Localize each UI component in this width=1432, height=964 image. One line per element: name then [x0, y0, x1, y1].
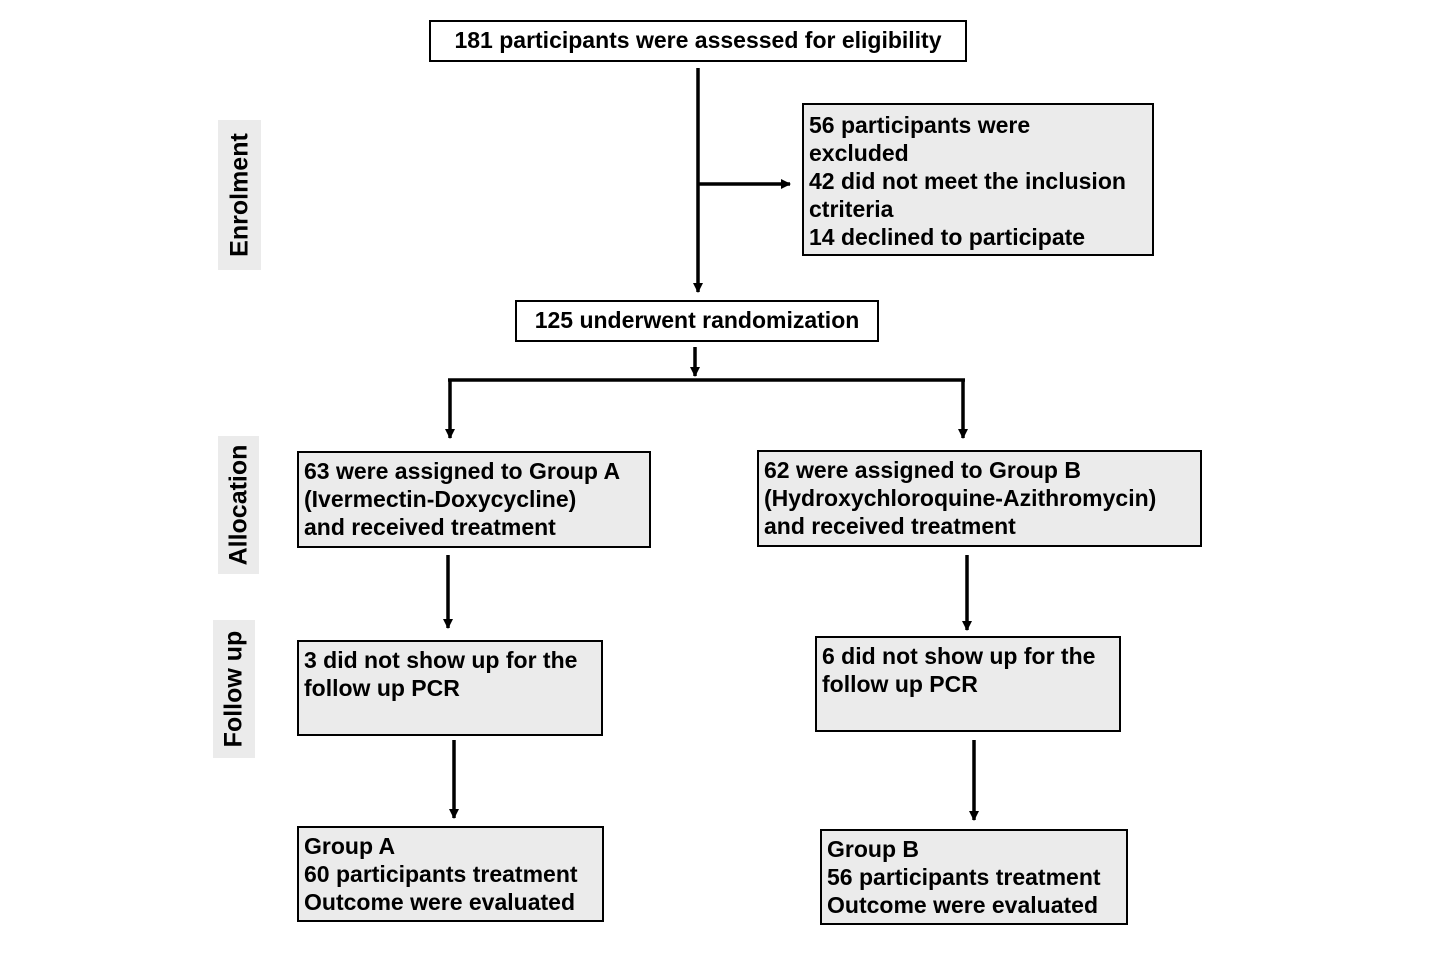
group-a-allocation-line-2: (Ivermectin-Doxycycline): [304, 486, 577, 512]
excluded-box: 56 participants were excluded 42 did not…: [802, 103, 1154, 256]
randomized-box: 125 underwent randomization: [515, 300, 879, 342]
group-b-allocation-line-1: 62 were assigned to Group B: [764, 457, 1081, 483]
group-b-outcome-line-2: 56 participants treatment: [827, 864, 1101, 890]
group-a-followup-line-1: 3 did not show up for the: [304, 647, 578, 673]
group-a-outcome-line-3: Outcome were evaluated: [304, 889, 575, 915]
group-b-allocation-box: 62 were assigned to Group B (Hydroxychlo…: [757, 450, 1202, 547]
assessed-text: 181 participants were assessed for eligi…: [454, 27, 942, 53]
randomized-text: 125 underwent randomization: [534, 307, 860, 333]
group-b-followup-line-1: 6 did not show up for the: [822, 643, 1096, 669]
group-b-outcome-box: Group B 56 participants treatment Outcom…: [820, 829, 1128, 925]
excluded-line-4: ctriteria: [809, 196, 894, 222]
excluded-line-2: excluded: [809, 140, 909, 166]
group-b-outcome-line-1: Group B: [827, 836, 919, 862]
phase-label-enrolment: Enrolment: [218, 120, 261, 270]
group-a-outcome-box: Group A 60 participants treatment Outcom…: [297, 826, 604, 922]
phase-label-allocation: Allocation: [218, 436, 259, 574]
group-a-allocation-box: 63 were assigned to Group A (Ivermectin-…: [297, 451, 651, 548]
group-a-followup-line-2: follow up PCR: [304, 675, 460, 701]
excluded-line-5: 14 declined to participate: [809, 224, 1086, 250]
assessed-box: 181 participants were assessed for eligi…: [429, 20, 967, 62]
phase-label-follow-up: Follow up: [213, 620, 255, 758]
group-b-allocation-line-2: (Hydroxychloroquine-Azithromycin): [764, 485, 1157, 511]
group-b-outcome-line-3: Outcome were evaluated: [827, 892, 1098, 918]
excluded-line-1: 56 participants were: [809, 112, 1031, 138]
group-a-outcome-line-2: 60 participants treatment: [304, 861, 578, 887]
group-b-allocation-line-3: and received treatment: [764, 513, 1016, 539]
group-b-followup-line-2: follow up PCR: [822, 671, 978, 697]
group-a-followup-box: 3 did not show up for the follow up PCR: [297, 640, 603, 736]
group-a-allocation-line-1: 63 were assigned to Group A: [304, 458, 621, 484]
excluded-line-3: 42 did not meet the inclusion: [809, 168, 1126, 194]
group-a-allocation-line-3: and received treatment: [304, 514, 556, 540]
group-b-followup-box: 6 did not show up for the follow up PCR: [815, 636, 1121, 732]
group-a-outcome-line-1: Group A: [304, 833, 396, 859]
